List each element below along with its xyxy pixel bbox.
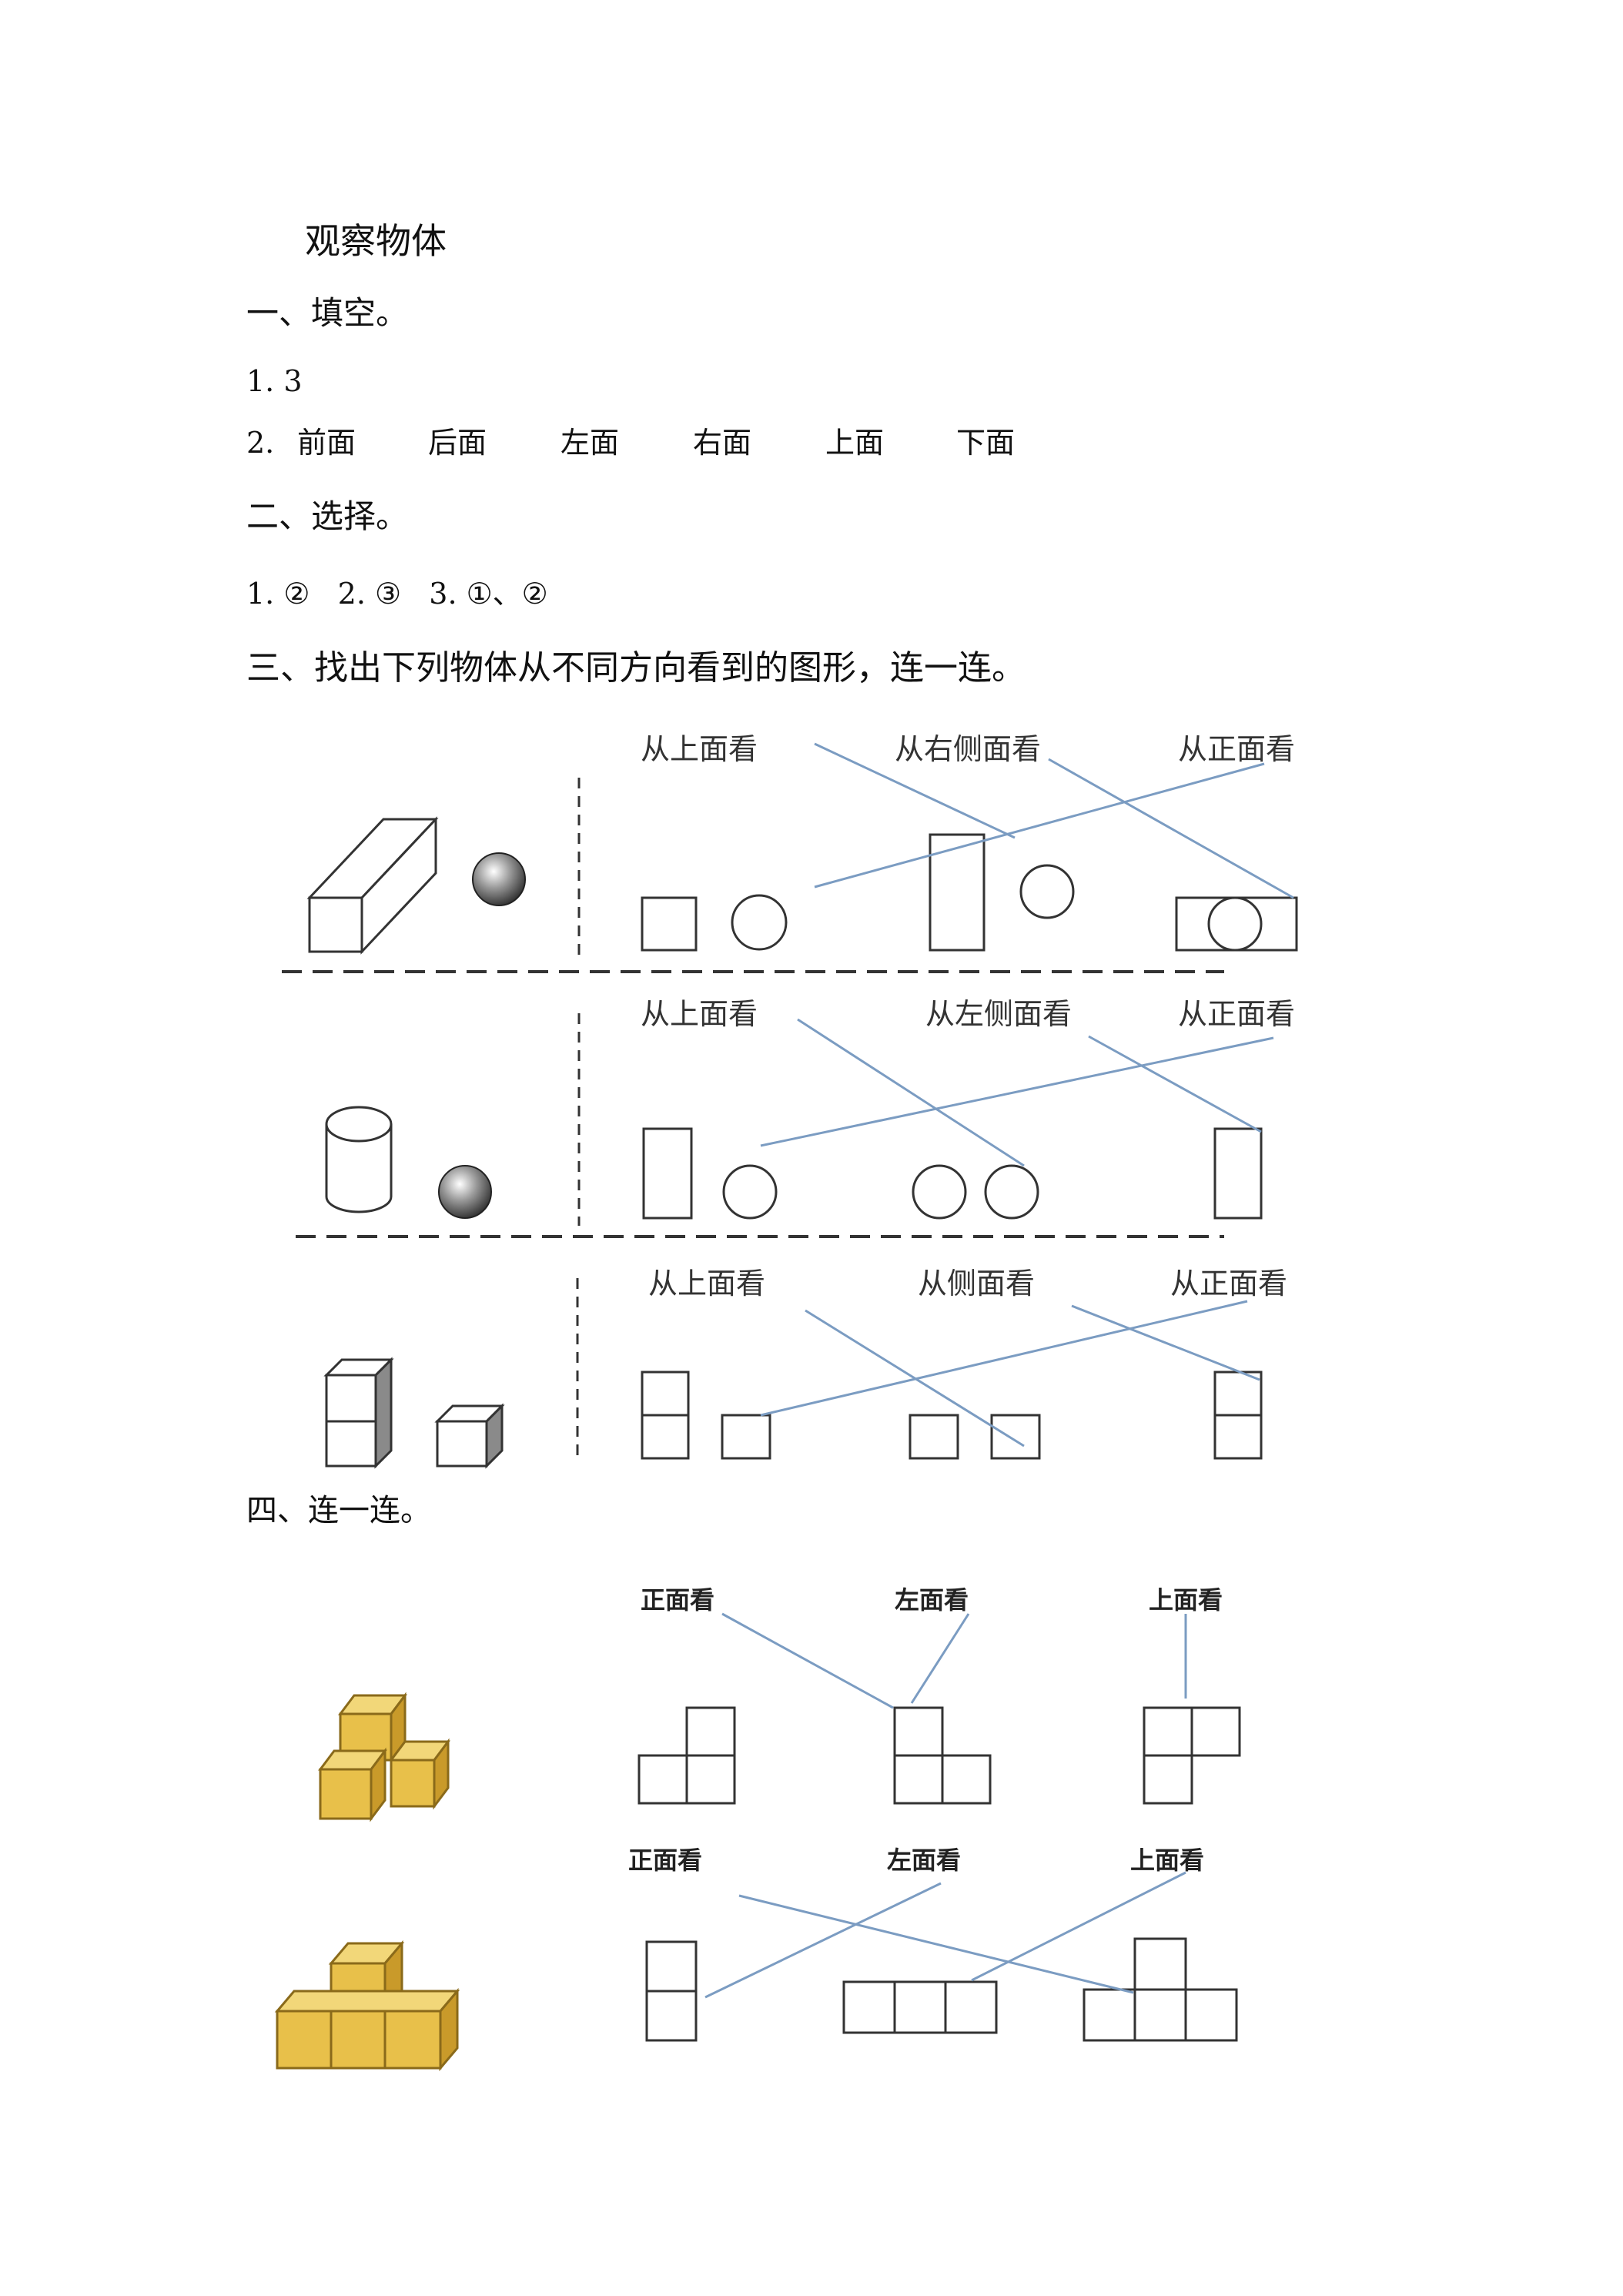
s3r1-circle-view-2 <box>1019 864 1075 919</box>
s3r1-circle-view-1 <box>731 894 788 951</box>
s4r1-connector-left <box>910 1613 970 1704</box>
s4r2-view-top <box>1083 1937 1238 2042</box>
section4-heading: 四、连一连。 <box>246 1493 431 1528</box>
section1-heading: 一、填空。 <box>246 294 409 332</box>
q2-answer-2: 后面 <box>428 426 487 460</box>
s4r2-connector-top <box>971 1871 1186 1982</box>
s3-row1-label-top: 从上面看 <box>641 732 758 766</box>
section1-q1: 1. 3 <box>246 364 303 398</box>
s3-row1-label-front: 从正面看 <box>1178 732 1296 766</box>
q2-answer-6: 下面 <box>956 426 1016 460</box>
q2-answer-3: 左面 <box>561 426 620 460</box>
s3r3-stack-bottom <box>641 1414 690 1460</box>
s3r2-connector-front <box>760 1036 1274 1147</box>
s3r1-circle-in-rect <box>1207 896 1263 952</box>
s3r3-pair-square-2 <box>990 1414 1041 1460</box>
s4r2-view-left <box>842 1980 998 2034</box>
stacked-cubes-object <box>323 1357 394 1469</box>
section2-answers: 1. ② 2. ③ 3. ①、② <box>246 577 548 611</box>
q2-answer-1: 前面 <box>297 426 356 460</box>
s3r2-circle-view <box>722 1164 778 1220</box>
s4r1-view-top <box>1143 1706 1241 1805</box>
s3r2-circle-pair-1 <box>912 1164 967 1220</box>
s3r1-connector-front <box>814 762 1265 889</box>
s4-row2-label-top: 上面看 <box>1130 1846 1205 1875</box>
s4-row1-label-left: 左面看 <box>895 1585 969 1615</box>
s3-row3-label-front: 从正面看 <box>1170 1267 1288 1300</box>
s3r1-connector-top <box>814 742 1016 839</box>
s3r2-connector-top <box>797 1018 1025 1167</box>
s4r2-view-front <box>645 1940 698 2042</box>
s3r2-tall-rect-view <box>642 1127 693 1220</box>
s3r1-connector-side <box>1048 758 1294 899</box>
s3r3-connector-side <box>1071 1304 1260 1381</box>
ball-object <box>472 852 526 906</box>
s3r3-stack2-bottom <box>1213 1414 1263 1460</box>
gold-cubes-object-1 <box>318 1692 450 1822</box>
s3-row2-label-top: 从上面看 <box>641 997 758 1031</box>
q2-answer-5: 上面 <box>825 426 885 460</box>
s4-row1-label-front: 正面看 <box>641 1585 715 1615</box>
cuboid-object <box>306 816 439 955</box>
s3-row1-label-side: 从右侧面看 <box>895 732 1042 766</box>
s3-row2-label-front: 从正面看 <box>1178 997 1296 1031</box>
s4-row1-label-top: 上面看 <box>1149 1585 1223 1615</box>
s3-row3-label-side: 从侧面看 <box>918 1267 1036 1300</box>
ball-object-2 <box>438 1165 492 1219</box>
s3r3-single-square <box>721 1414 771 1460</box>
q2-answer-4: 右面 <box>693 426 752 460</box>
s3-row2-label-side: 从左侧面看 <box>925 997 1073 1031</box>
s4r2-connector-left <box>704 1882 942 1999</box>
single-cube-object <box>434 1403 505 1469</box>
s3-row3-label-top: 从上面看 <box>648 1267 766 1300</box>
s3r1-square-view <box>641 896 698 952</box>
s3r2-tall-rect-view-2 <box>1213 1127 1263 1220</box>
section1-q2-number: 2. <box>246 426 275 460</box>
s4-row2-label-front: 正面看 <box>628 1846 703 1875</box>
s4r1-connector-front <box>721 1612 894 1709</box>
s4r2-connector-front <box>738 1894 1134 1994</box>
s4r1-view-left <box>893 1706 992 1805</box>
s3r2-connector-side <box>1088 1035 1262 1133</box>
s3r3-stack-top <box>641 1371 690 1417</box>
gold-cubes-object-2 <box>274 1940 460 2072</box>
s3r3-pair-square-1 <box>909 1414 959 1460</box>
s4r1-view-front <box>637 1706 736 1805</box>
s4-row2-label-left: 左面看 <box>887 1846 962 1875</box>
s3r3-connector-front <box>760 1300 1248 1417</box>
section3-heading: 三、找出下列物体从不同方向看到的图形，连一连。 <box>246 648 1026 688</box>
cylinder-object <box>325 1106 393 1213</box>
page-title: 观察物体 <box>305 220 447 262</box>
s3r2-circle-pair-2 <box>984 1164 1039 1220</box>
section2-heading: 二、选择。 <box>246 497 409 535</box>
